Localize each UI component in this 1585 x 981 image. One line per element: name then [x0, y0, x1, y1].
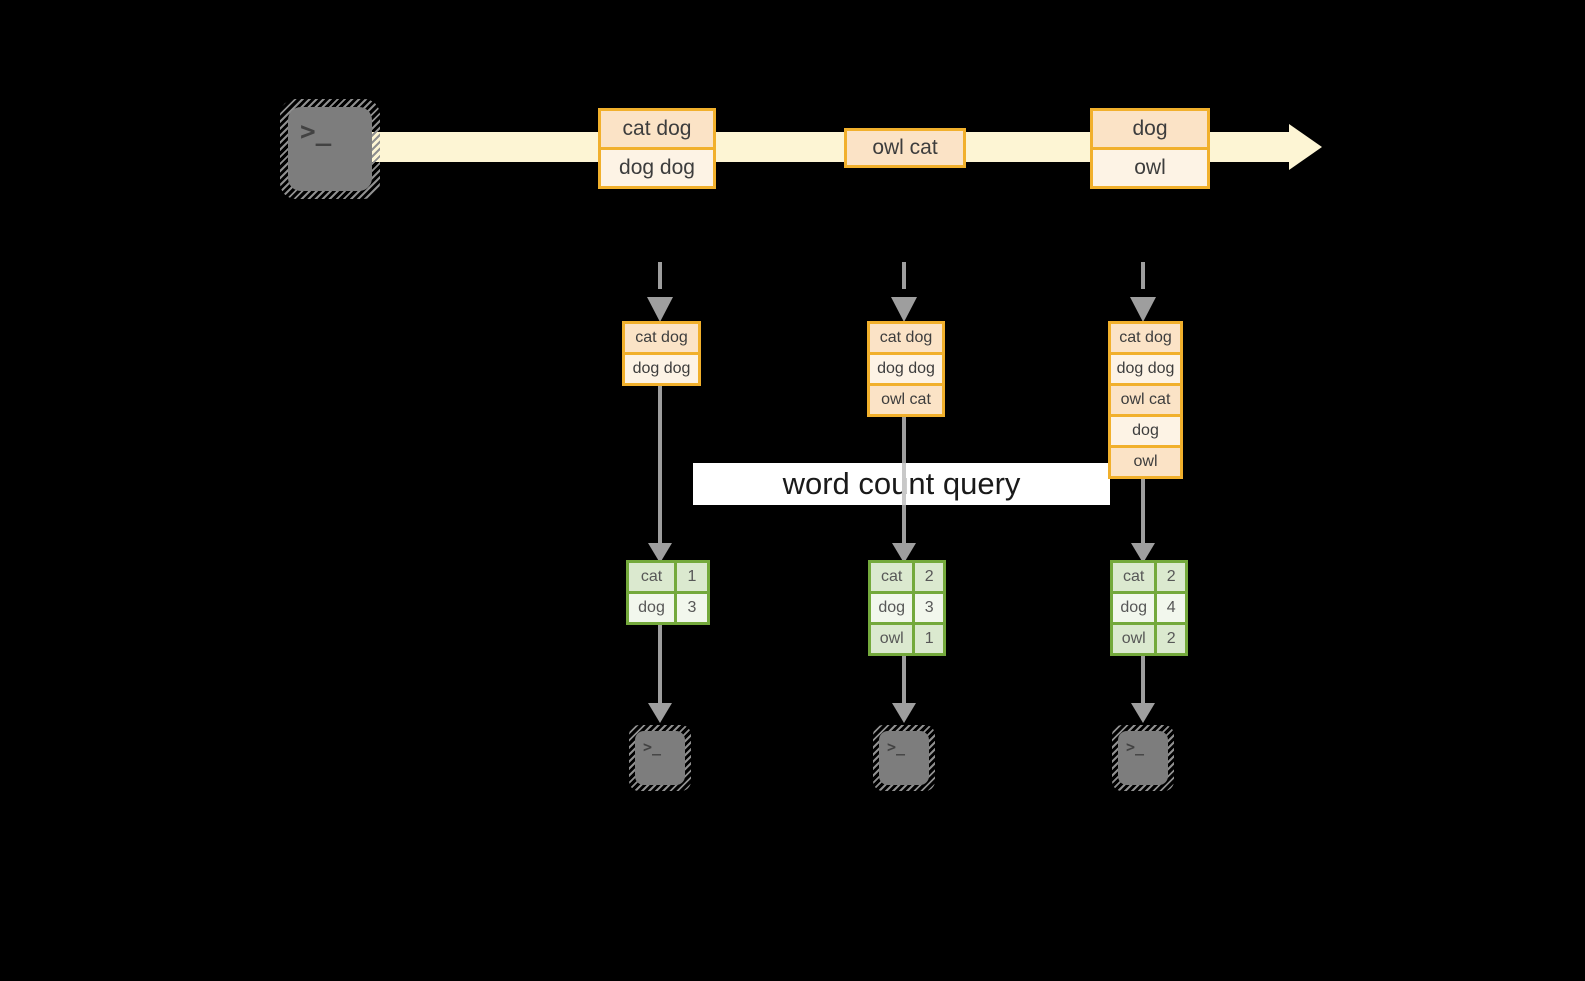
stream-event-box-3: dog owl [1090, 108, 1210, 189]
dashed-arrow-line [1141, 262, 1145, 289]
record-buffer-3: cat dog dog dog owl cat dog owl [1108, 321, 1183, 479]
count-value: 2 [1157, 625, 1185, 653]
arrow-head-icon [892, 543, 916, 563]
arrow-head-icon [1131, 543, 1155, 563]
count-table-2: cat 2 dog 3 owl 1 [868, 560, 946, 656]
terminal-screen: >_ [1118, 731, 1168, 785]
buffer-line: dog dog [1111, 355, 1180, 383]
buffer-line: cat dog [870, 324, 942, 352]
count-row: dog 4 [1113, 594, 1185, 622]
stream-event-box-2: owl cat [844, 128, 966, 168]
record-buffer-2: cat dog dog dog owl cat [867, 321, 945, 417]
connector-line [902, 656, 906, 703]
buffer-line: owl [1111, 448, 1180, 476]
stream-event-line: owl [1093, 150, 1207, 186]
count-word: cat [871, 563, 913, 591]
stream-event-line: dog [1093, 111, 1207, 147]
terminal-prompt-icon: >_ [887, 738, 906, 756]
sink-terminal-icon: >_ [1112, 725, 1174, 791]
stream-arrow-head-icon [1289, 124, 1322, 170]
count-word: owl [871, 625, 913, 653]
count-row: cat 1 [629, 563, 707, 591]
buffer-line: owl cat [870, 386, 942, 414]
count-table-1: cat 1 dog 3 [626, 560, 710, 625]
sink-terminal-icon: >_ [873, 725, 935, 791]
count-value: 3 [915, 594, 943, 622]
arrow-head-icon [648, 543, 672, 563]
count-value: 1 [915, 625, 943, 653]
count-word: dog [1113, 594, 1155, 622]
count-word: cat [629, 563, 674, 591]
buffer-line: cat dog [625, 324, 698, 352]
count-value: 4 [1157, 594, 1185, 622]
terminal-prompt-icon: >_ [300, 117, 332, 147]
terminal-prompt-icon: >_ [1126, 738, 1145, 756]
record-buffer-1: cat dog dog dog [622, 321, 701, 386]
count-row: cat 2 [871, 563, 943, 591]
connector-line-over-banner [902, 463, 906, 505]
connector-line [1141, 656, 1145, 703]
count-word: cat [1113, 563, 1155, 591]
count-word: dog [871, 594, 913, 622]
sink-terminal-icon: >_ [629, 725, 691, 791]
count-value: 3 [677, 594, 707, 622]
buffer-line: dog dog [625, 355, 698, 383]
arrow-head-icon [1131, 703, 1155, 723]
count-row: dog 3 [629, 594, 707, 622]
dashed-arrow-head-icon [891, 297, 917, 322]
count-table-3: cat 2 dog 4 owl 2 [1110, 560, 1188, 656]
count-row: cat 2 [1113, 563, 1185, 591]
source-terminal-icon: >_ [280, 99, 380, 199]
arrow-head-icon [892, 703, 916, 723]
count-row: dog 3 [871, 594, 943, 622]
count-word: dog [629, 594, 674, 622]
terminal-screen: >_ [879, 731, 929, 785]
dashed-arrow-line [902, 262, 906, 289]
count-value: 1 [677, 563, 707, 591]
terminal-screen: >_ [288, 107, 372, 191]
buffer-line: dog dog [870, 355, 942, 383]
arrow-head-icon [648, 703, 672, 723]
dashed-arrow-head-icon [1130, 297, 1156, 322]
terminal-screen: >_ [635, 731, 685, 785]
stream-event-line: owl cat [847, 131, 963, 165]
stream-event-box-1: cat dog dog dog [598, 108, 716, 189]
count-value: 2 [1157, 563, 1185, 591]
count-word: owl [1113, 625, 1155, 653]
connector-line [658, 625, 662, 703]
count-value: 2 [915, 563, 943, 591]
buffer-line: owl cat [1111, 386, 1180, 414]
count-row: owl 2 [1113, 625, 1185, 653]
count-row: owl 1 [871, 625, 943, 653]
stream-event-line: dog dog [601, 150, 713, 186]
dashed-arrow-line [658, 262, 662, 289]
terminal-prompt-icon: >_ [643, 738, 662, 756]
query-label-banner: word count query [693, 463, 1110, 505]
stream-event-line: cat dog [601, 111, 713, 147]
connector-line [1141, 476, 1145, 543]
buffer-line: cat dog [1111, 324, 1180, 352]
buffer-line: dog [1111, 417, 1180, 445]
dashed-arrow-head-icon [647, 297, 673, 322]
connector-line [658, 384, 662, 543]
